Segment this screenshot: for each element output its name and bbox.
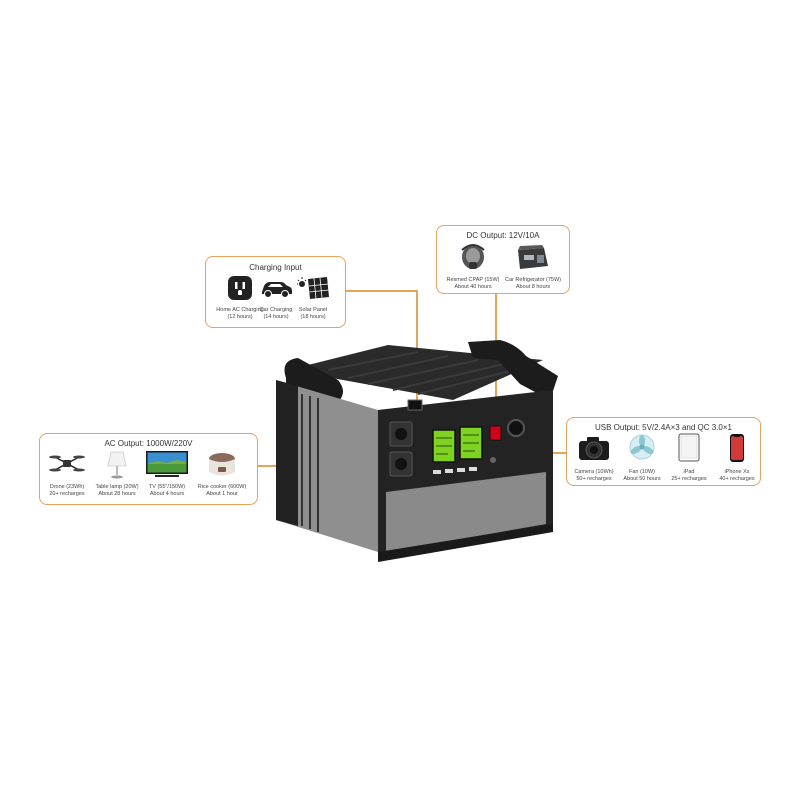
charging-item-detail: (12 hours) bbox=[227, 314, 253, 320]
connector-charging bbox=[345, 290, 417, 292]
rice-cooker-icon bbox=[209, 453, 235, 476]
tv-icon bbox=[146, 451, 188, 477]
ac-item-name: Drone (23Wh) bbox=[49, 484, 85, 490]
usb-port bbox=[457, 468, 465, 472]
ipad-icon bbox=[678, 433, 700, 462]
front-lower-panel bbox=[386, 472, 546, 552]
ac-item-detail: About 28 hours bbox=[98, 491, 136, 497]
usb-port bbox=[445, 469, 453, 473]
charging-item-name: Home AC Charging bbox=[216, 307, 264, 313]
dc-output-callout: DC Output: 12V/10A Resmed CPAP (15W) Abo… bbox=[436, 225, 570, 294]
power-station-illustration bbox=[276, 340, 558, 562]
table-lamp-icon bbox=[107, 451, 127, 479]
ac-item-detail: 20+ recharges bbox=[49, 491, 85, 497]
ac-output-title: AC Output: 1000W/220V bbox=[104, 439, 193, 448]
red-power-switch bbox=[489, 425, 502, 441]
solar-panel-icon bbox=[297, 277, 329, 299]
top-lid bbox=[288, 345, 543, 400]
usb-port bbox=[469, 467, 477, 471]
ac-input-port bbox=[407, 399, 423, 411]
usb-output-callout: USB Output: 5V/2.4A×3 and QC 3.0×1 Camer… bbox=[566, 417, 761, 486]
usb-item-name: iPad bbox=[683, 469, 695, 475]
ac-item-name: TV (55"/150W) bbox=[148, 484, 186, 490]
car-icon bbox=[262, 282, 292, 298]
dc-item-detail: About 40 hours bbox=[454, 284, 492, 290]
usb-output-title: USB Output: 5V/2.4A×3 and QC 3.0×1 bbox=[595, 423, 732, 432]
charging-item-detail: (14 hours) bbox=[263, 314, 289, 320]
camera-icon bbox=[579, 437, 609, 460]
dc-car-port bbox=[507, 419, 525, 437]
charging-item-name: Car Charging bbox=[259, 307, 293, 313]
charging-input-callout: Charging Input Home AC Charging (12 hour… bbox=[205, 256, 346, 328]
usb-port bbox=[433, 470, 441, 474]
ac-item-detail: About 4 hours bbox=[149, 491, 185, 497]
usb-item-detail: 40+ recharges bbox=[719, 476, 755, 482]
ac-item-detail: About 1 hour bbox=[206, 491, 238, 497]
usb-item-name: Camera (10Wh) bbox=[574, 469, 614, 475]
dc-item-name: Resmed CPAP (15W) bbox=[446, 277, 500, 283]
usb-item-detail: About 50 hours bbox=[623, 476, 661, 482]
charging-item-detail: (18 hours) bbox=[300, 314, 326, 320]
fan-icon bbox=[629, 434, 655, 460]
usb-item-name: Fan (10W) bbox=[629, 469, 655, 475]
usb-item-detail: 50+ recharges bbox=[576, 476, 612, 482]
drone-icon bbox=[49, 455, 85, 472]
ac-item-name: Rice cooker (600W) bbox=[197, 484, 247, 490]
usb-item-name: iPhone Xs bbox=[724, 469, 750, 475]
iphone-icon bbox=[730, 434, 744, 462]
ac-item-name: Table lamp (20W) bbox=[95, 484, 139, 490]
car-refrigerator-icon bbox=[518, 245, 548, 269]
cpap-mask-icon bbox=[461, 244, 485, 269]
usb-item-detail: 25+ recharges bbox=[671, 476, 707, 482]
right-handle bbox=[468, 340, 558, 400]
ac-output-callout: AC Output: 1000W/220V Drone (23Wh) 20+ r… bbox=[39, 433, 258, 505]
dc-item-detail: About 8 hours bbox=[515, 284, 551, 290]
charging-input-title: Charging Input bbox=[249, 263, 302, 272]
outlet-icon bbox=[228, 276, 252, 300]
dc-output-title: DC Output: 12V/10A bbox=[466, 231, 540, 240]
charging-item-name: Solar Panel bbox=[298, 307, 328, 313]
dc-item-name: Car Refrigerator (75W) bbox=[505, 277, 561, 283]
